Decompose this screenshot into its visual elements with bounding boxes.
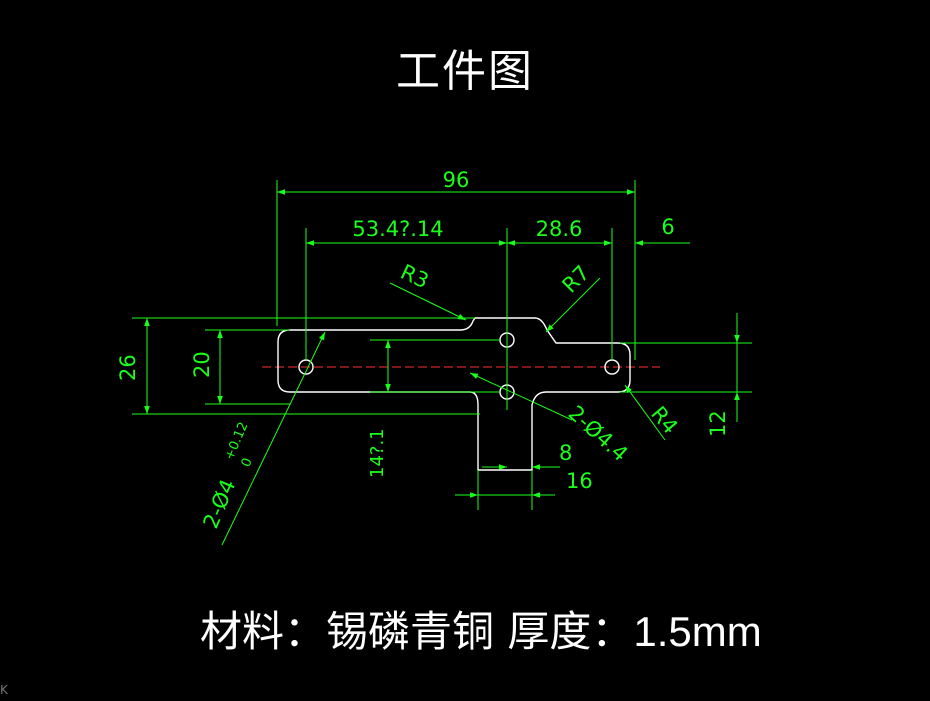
dim-96: 96	[443, 168, 470, 192]
hole-tol-minus: 0	[239, 456, 256, 469]
dim-14: 14?.1	[367, 428, 388, 478]
dim-r3: R3	[397, 260, 432, 294]
dim-r7: R7	[558, 261, 595, 298]
material-name: 锡磷青铜	[326, 607, 495, 656]
dim-53-4: 53.4?.14	[352, 217, 443, 241]
hole-tol-plus: +0.12	[222, 420, 251, 463]
hole-callout-right: 2-Ø4.4	[564, 401, 633, 466]
dim-6: 6	[661, 215, 674, 239]
leader-hole-left	[221, 331, 326, 546]
leader-r3	[389, 282, 467, 321]
hole-callout-left-main: 2-Ø4	[199, 476, 241, 532]
dim-28-6: 28.6	[536, 217, 583, 241]
dim-8: 8	[559, 441, 572, 465]
leader-hole-right	[469, 372, 573, 421]
dim-r4: R4	[646, 402, 682, 439]
thickness-label: 厚度：	[507, 607, 634, 656]
dim-26: 26	[116, 354, 140, 381]
drawing-title: 工件图	[396, 46, 534, 97]
hole-callout-left: 2-Ø4 +0.12 0	[199, 420, 256, 532]
material-note: 材料：锡磷青铜 厚度：1.5mm	[200, 598, 762, 659]
leader-r4	[624, 384, 666, 441]
part-outline	[277, 317, 631, 471]
dim-12: 12	[706, 410, 730, 437]
material-label: 材料：	[200, 607, 327, 656]
leader-r7	[545, 277, 601, 333]
dim-16: 16	[566, 469, 593, 493]
dim-20: 20	[190, 351, 214, 378]
thickness-value: 1.5mm	[633, 608, 762, 655]
corner-mark: K	[0, 683, 8, 697]
